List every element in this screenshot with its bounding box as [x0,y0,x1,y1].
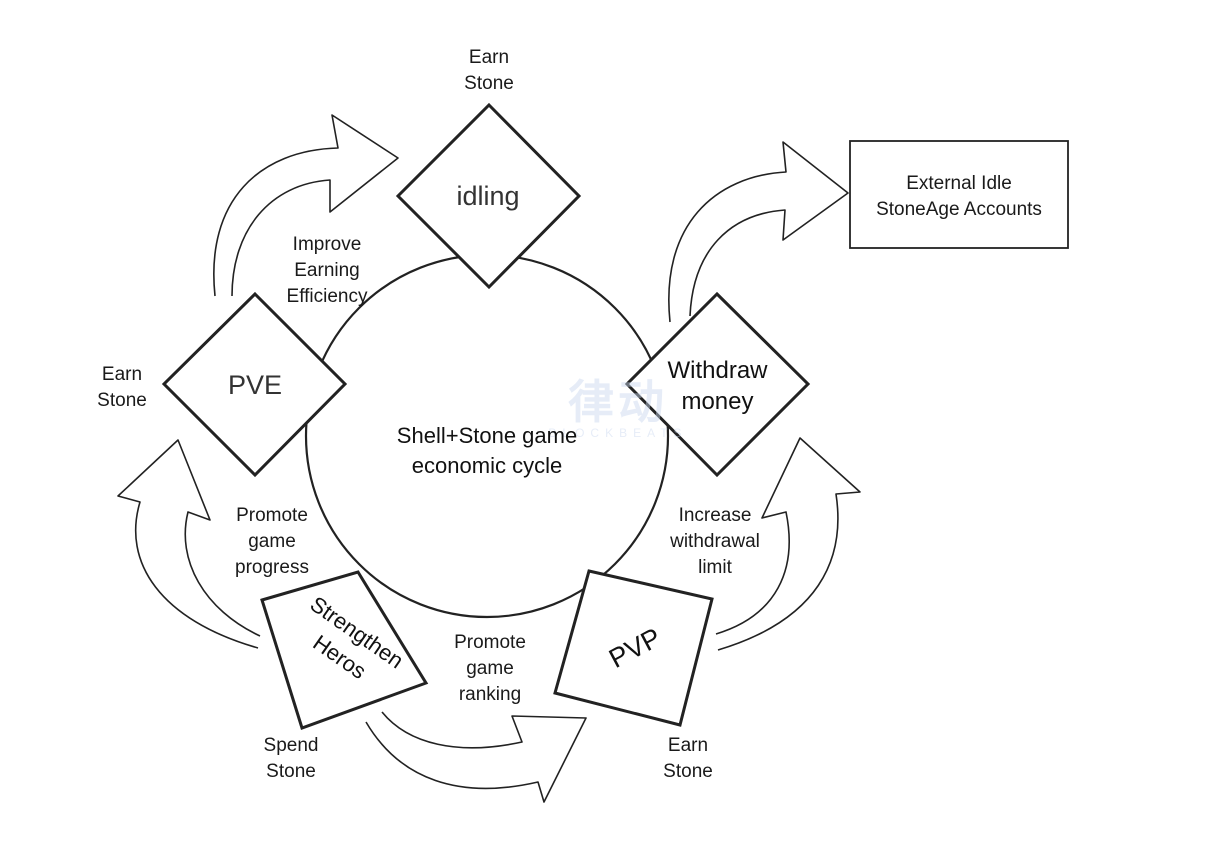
withdraw-label: Withdraw money [667,357,768,415]
watermark-logo: 律动 [568,376,668,428]
arrow-strengthen-to-pve [117,439,261,649]
earn-stone-idling-label: Earn Stone [464,47,514,94]
idling-node[interactable] [395,102,582,290]
pve-label: PVE [227,370,283,400]
center-label: Shell+Stone game economic cycle [396,423,578,478]
increase-limit-label: Increase withdrawal limit [670,505,760,578]
promote-progress-label: Promote game progress [235,505,309,578]
improve-efficiency-label: Improve Earning Efficiency [286,234,368,307]
arrow-withdraw-to-external [668,141,849,323]
earn-stone-pve-label: Earn Stone [97,364,147,411]
strengthen-node[interactable] [260,570,429,730]
withdraw-node[interactable] [624,291,811,478]
watermark-text: BLOCKBEATS [548,426,688,440]
promote-ranking-label: Promote game ranking [454,632,526,705]
arrow-strengthen-to-pvp [365,711,587,803]
pvp-node[interactable] [553,569,714,727]
idling-label: idling [456,181,520,211]
arrow-pve-to-idling [213,114,399,297]
watermark: 律动 BLOCKBEATS [488,378,748,440]
pve-node[interactable] [161,291,348,478]
arrow-pvp-to-withdraw [715,437,861,651]
spend-stone-label: Spend Stone [263,735,319,782]
external-accounts-box[interactable] [849,140,1069,249]
earn-stone-pvp-label: Earn Stone [663,735,713,782]
external-accounts-label: External Idle StoneAge Accounts [876,173,1042,220]
